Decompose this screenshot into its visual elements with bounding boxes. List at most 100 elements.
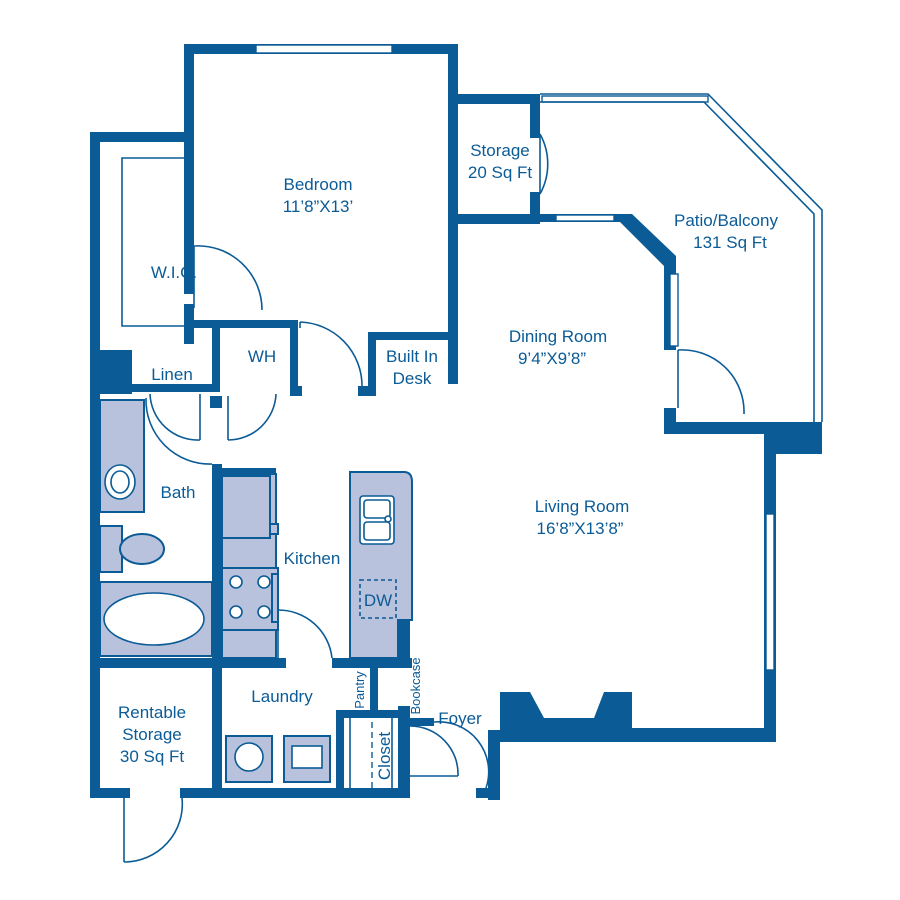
wall: [336, 710, 344, 798]
labels: Bedroom 11’8”X13’ Storage 20 Sq Ft Patio…: [118, 141, 779, 780]
wall: [100, 384, 220, 392]
wall: [410, 718, 434, 726]
living-label: Living Room: [535, 497, 630, 516]
sink-basin: [110, 470, 130, 494]
wall: [358, 386, 374, 396]
kitchen-label: Kitchen: [284, 549, 341, 568]
wall: [212, 320, 220, 392]
door-swing: [539, 133, 549, 195]
door-swing: [677, 349, 745, 415]
burner-icon: [257, 575, 271, 589]
toilet-tank-icon: [99, 525, 123, 573]
wall: [620, 214, 676, 266]
window: [669, 273, 679, 347]
wall: [368, 332, 448, 340]
kitchen-fixtures: [221, 471, 413, 659]
dishwasher-label: DW: [364, 591, 392, 610]
shelf: [121, 157, 184, 327]
wall: [458, 214, 540, 224]
foyer-label: Foyer: [438, 709, 482, 728]
sink-bowl: [363, 521, 391, 541]
dining-label: Dining Room: [509, 327, 607, 346]
wall: [448, 44, 458, 384]
wall: [290, 386, 302, 396]
wall: [530, 94, 540, 138]
burner-icon: [257, 605, 271, 619]
wall: [332, 658, 412, 668]
door-swing: [149, 393, 201, 441]
desk-label-line1: Built In: [386, 347, 438, 366]
burner-icon: [229, 605, 243, 619]
wic-label: W.I.C.: [151, 263, 197, 282]
laundry-fixtures: [225, 735, 331, 783]
wall: [530, 192, 540, 224]
dining-size: 9’4”X9’8”: [518, 349, 586, 368]
storage-label: Storage: [470, 141, 530, 160]
wall: [90, 788, 130, 798]
wall: [180, 788, 410, 798]
wall: [222, 468, 276, 476]
wall: [398, 706, 410, 798]
bath-fixtures: [99, 399, 213, 657]
burner-icon: [229, 575, 243, 589]
wall: [368, 332, 376, 396]
window: [555, 214, 615, 222]
tub-basin: [103, 592, 205, 646]
wh-label: WH: [248, 347, 276, 366]
washer-drum: [234, 742, 264, 772]
door-swing: [123, 797, 184, 863]
door-swing: [433, 720, 490, 789]
wall: [90, 132, 100, 798]
wall: [210, 396, 222, 408]
door-swing: [193, 245, 263, 311]
range-control-strip: [271, 573, 279, 623]
bedroom-label: Bedroom: [284, 175, 353, 194]
wall: [336, 710, 410, 718]
wall: [476, 788, 500, 798]
refrigerator-icon: [221, 475, 271, 539]
linen-label: Linen: [151, 365, 193, 384]
bedroom-size: 11’8”X13’: [283, 197, 354, 216]
window: [765, 513, 775, 671]
closet-details: [349, 718, 393, 790]
wall: [500, 692, 632, 742]
rentable-label-line2: Storage: [122, 725, 182, 744]
wall: [90, 132, 194, 142]
living-size: 16’8”X13’8”: [537, 519, 624, 538]
door-swing: [299, 321, 363, 387]
windows: [255, 44, 775, 671]
vanity-counter: [99, 399, 145, 513]
window: [255, 44, 393, 54]
closet-label: Closet: [375, 732, 394, 780]
fridge-handle: [269, 523, 279, 535]
wall: [184, 44, 194, 294]
wall: [458, 94, 540, 104]
storage-size: 20 Sq Ft: [468, 163, 533, 182]
wic-shelf: [121, 157, 184, 327]
door-swing: [227, 393, 277, 441]
window: [541, 95, 709, 103]
rail: [540, 101, 815, 422]
bookcase-label: Bookcase: [408, 657, 423, 714]
wall: [370, 668, 378, 712]
door-swing: [409, 725, 459, 777]
toilet-bowl-icon: [119, 533, 165, 565]
rentable-size: 30 Sq Ft: [120, 747, 185, 766]
rail: [540, 93, 823, 422]
wall: [290, 320, 298, 396]
wall: [194, 320, 298, 328]
bath-label: Bath: [161, 483, 196, 502]
patio-label: Patio/Balcony: [674, 211, 778, 230]
desk-label-line2: Desk: [393, 369, 432, 388]
rentable-label-line1: Rentable: [118, 703, 186, 722]
faucet-icon: [384, 515, 392, 523]
wall: [398, 620, 410, 668]
balcony-rail: [540, 93, 823, 422]
wall: [184, 304, 194, 344]
dishwasher-outline: [359, 579, 397, 619]
wall: [212, 464, 222, 798]
pantry-label: Pantry: [352, 671, 367, 709]
wall: [488, 730, 500, 800]
